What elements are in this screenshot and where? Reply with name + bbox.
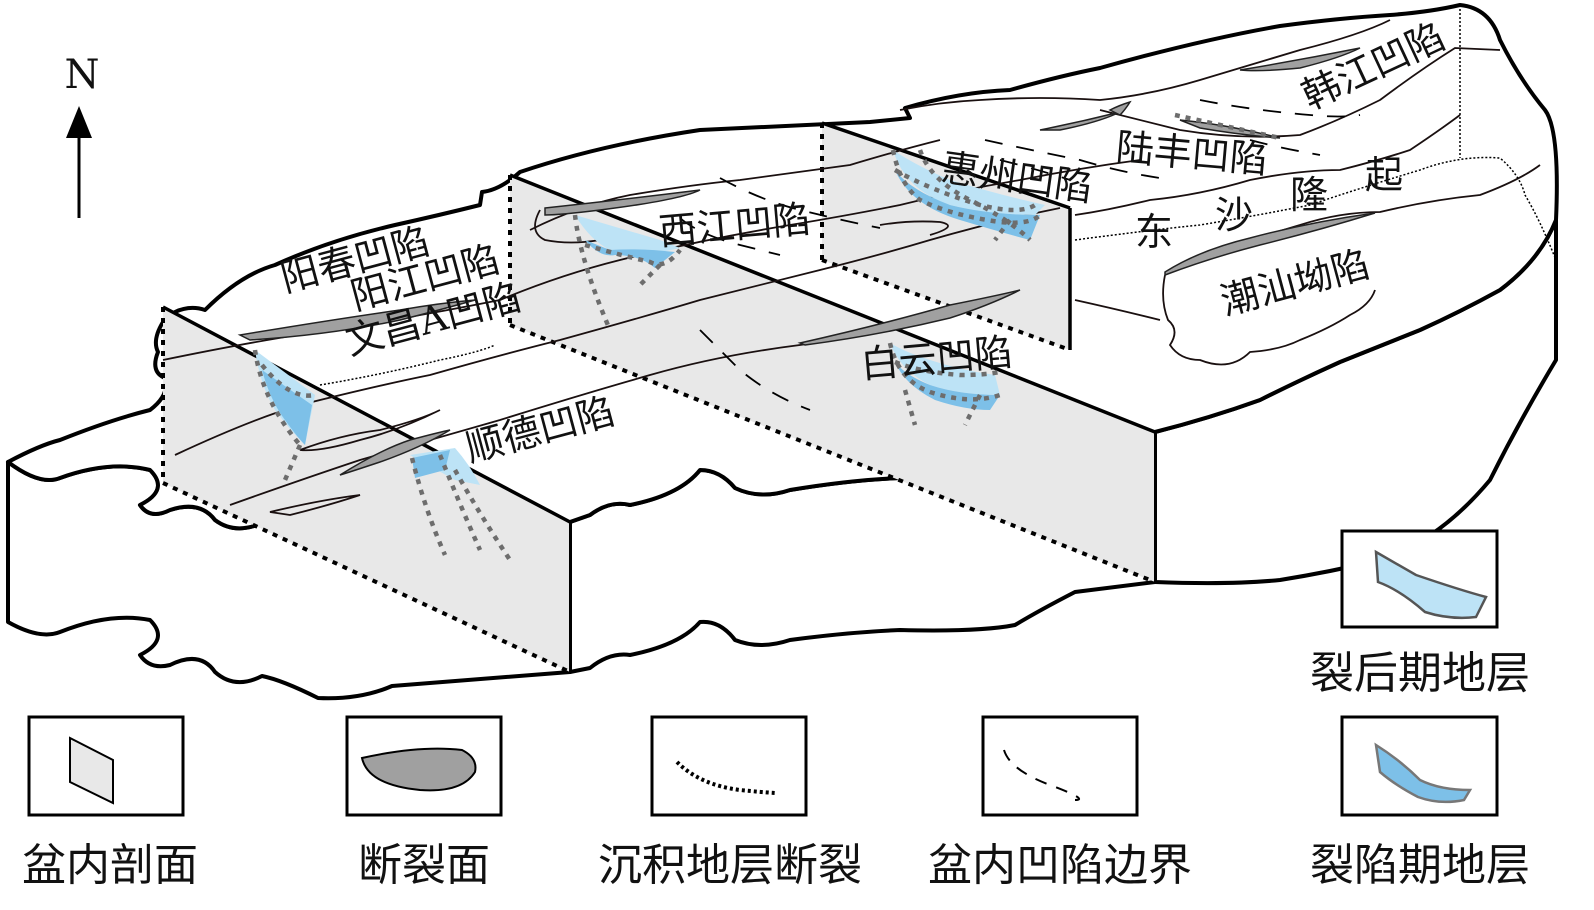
legend-label-fault-plane: 断裂面: [358, 840, 490, 891]
label-dongsha-char-2: 沙: [1215, 193, 1253, 237]
cross-section-middle: [508, 173, 1156, 584]
depression-boundaries: [679, 99, 1361, 411]
label-dongsha-char-4: 起: [1365, 153, 1403, 197]
legend-item-sediment-fault: 沉积地层断裂: [598, 715, 862, 891]
label-dongsha-char-1: 东: [1135, 210, 1173, 254]
label-dongsha-char-3: 隆: [1290, 173, 1328, 217]
post-rift-swatch-icon: [1374, 549, 1488, 620]
syn-rift-swatch-icon: [1374, 742, 1473, 804]
sediment-fault-swatch-icon: [675, 760, 776, 795]
legend: 裂后期地层 盆内剖面 断裂面 沉积地层断裂 盆内凹陷边界 裂陷期地层: [22, 529, 1530, 891]
north-arrow-icon: N: [65, 52, 100, 218]
legend-label-syn-rift: 裂陷期地层: [1310, 840, 1530, 891]
legend-label-sediment-fault: 沉积地层断裂: [598, 840, 862, 891]
legend-item-fault-plane: 断裂面: [345, 715, 503, 891]
sediment-fault-traces: [252, 112, 1281, 562]
depression-boundary-swatch-icon: [1003, 749, 1081, 801]
legend-label-basin-section: 盆内剖面: [22, 840, 198, 891]
cross-section-west: [161, 305, 571, 674]
legend-label-depression-boundary: 盆内凹陷边界: [928, 840, 1192, 891]
fault-planes: [237, 47, 1376, 476]
basin-section-swatch-icon: [69, 736, 114, 805]
legend-label-post-rift: 裂后期地层: [1310, 648, 1530, 699]
legend-item-post-rift: 裂后期地层: [1310, 529, 1530, 699]
legend-item-depression-boundary: 盆内凹陷边界: [928, 715, 1192, 891]
legend-item-basin-section: 盆内剖面: [22, 715, 198, 891]
fault-plane-swatch-icon: [360, 747, 477, 792]
north-label: N: [65, 52, 100, 98]
legend-item-syn-rift: 裂陷期地层: [1310, 715, 1530, 891]
